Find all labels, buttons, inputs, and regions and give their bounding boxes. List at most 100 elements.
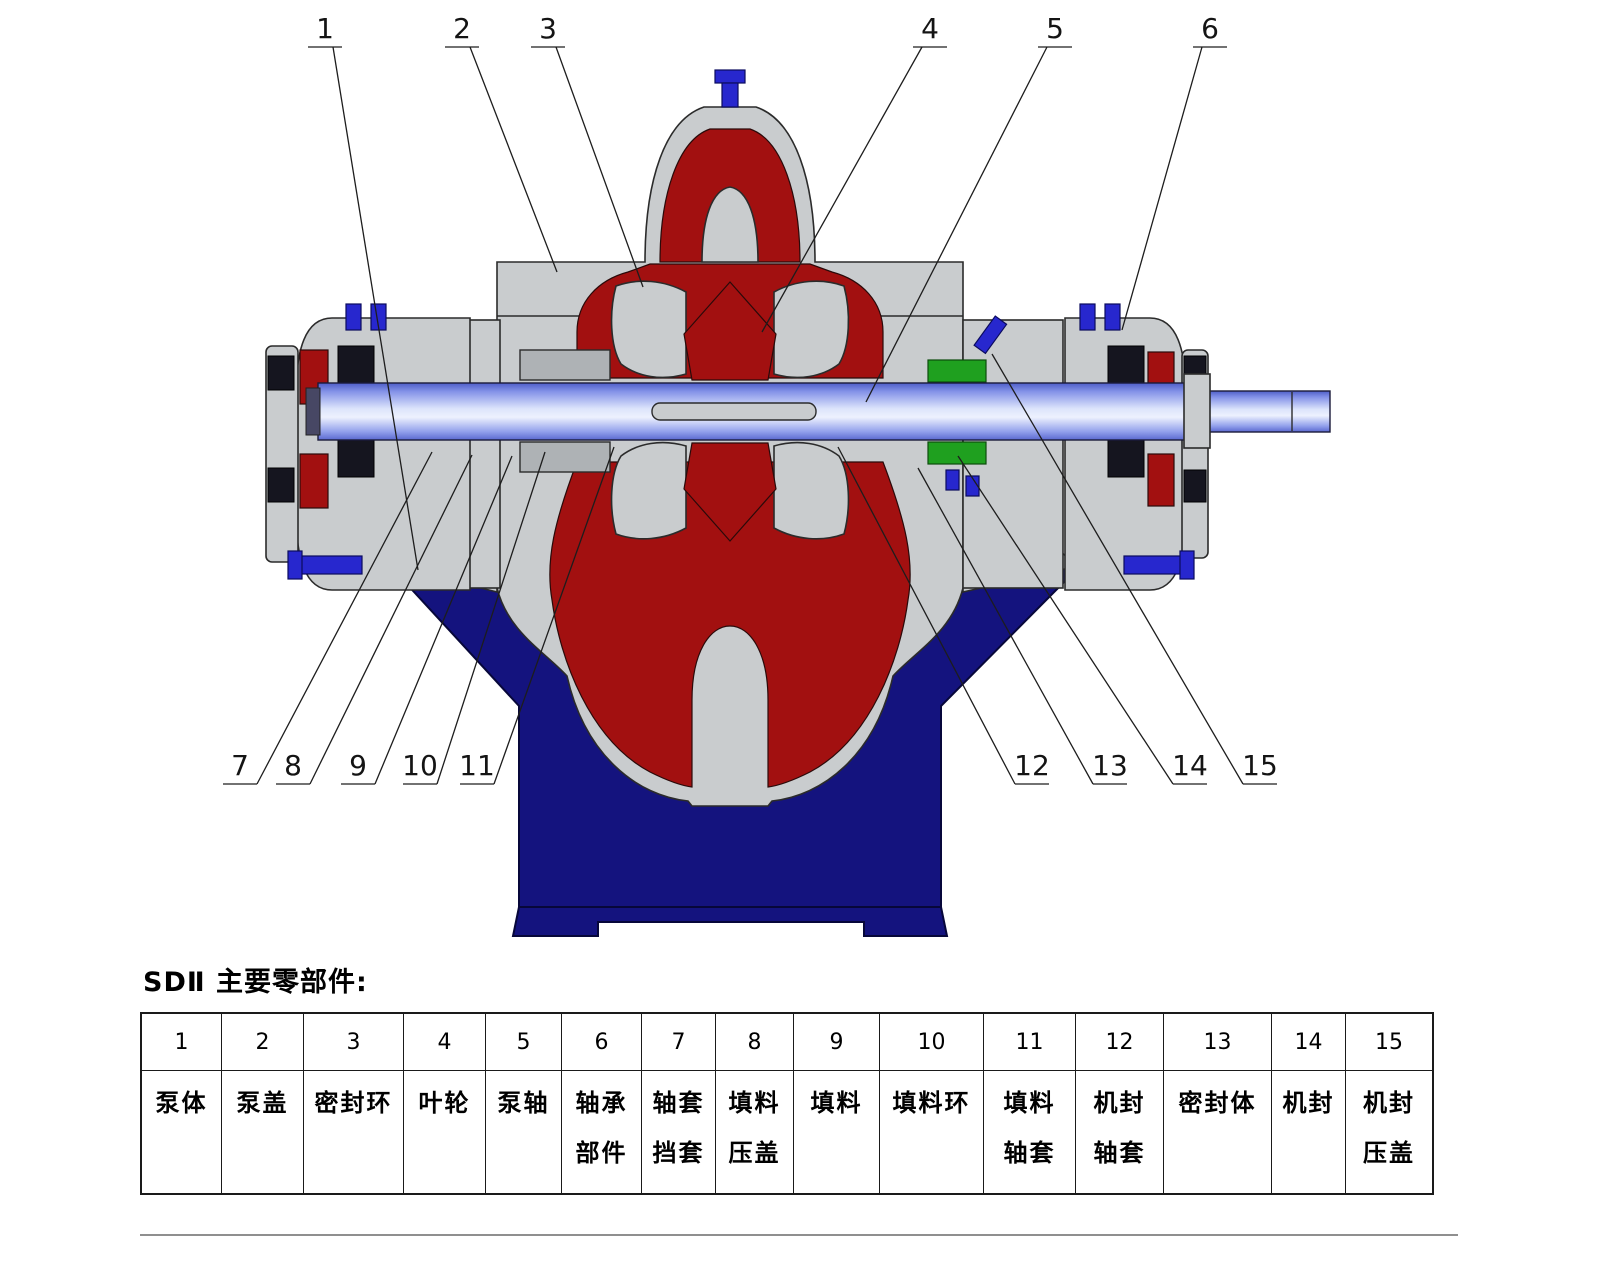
housing-cavity-left-bottom xyxy=(299,453,329,509)
callout-number: 4 xyxy=(921,12,939,45)
part-name-line: 压盖 xyxy=(728,1139,781,1167)
callout-leader xyxy=(991,353,1244,785)
part-name-line: 轴套 xyxy=(652,1089,705,1117)
callout-leader xyxy=(309,454,473,785)
callout-number: 5 xyxy=(1046,12,1064,45)
mech-seal-lower xyxy=(927,441,987,465)
shaft-lock-nut xyxy=(1183,373,1211,449)
part-number-cell: 2 xyxy=(222,1014,303,1071)
callout-leader xyxy=(865,46,1048,403)
part-name-line: 机封 xyxy=(1363,1089,1415,1117)
part-name-cell: 密封体 xyxy=(1164,1071,1271,1193)
part-name-line: 叶轮 xyxy=(418,1089,471,1117)
part-name-line: 填料 xyxy=(1003,1089,1056,1117)
part-name-line: 轴承 xyxy=(575,1089,628,1117)
dome-splitter xyxy=(701,186,759,263)
part-name-line: 填料 xyxy=(810,1089,863,1117)
part-number-cell: 9 xyxy=(794,1014,879,1071)
part-number-cell: 1 xyxy=(142,1014,221,1071)
callout-6: 6 xyxy=(1121,12,1227,331)
callout-leader xyxy=(469,46,558,273)
mech-seal-upper xyxy=(927,359,987,383)
part-number-cell: 5 xyxy=(486,1014,561,1071)
part-name-line: 泵体 xyxy=(155,1089,208,1117)
shroud-upper-left xyxy=(610,280,687,379)
callout-leader xyxy=(957,455,1174,785)
impeller-hub-upper xyxy=(683,281,777,381)
callout-leader xyxy=(256,451,433,785)
callout-number: 6 xyxy=(1201,12,1219,45)
part-number-cell: 10 xyxy=(880,1014,983,1071)
part-name-cell: 密封环 xyxy=(304,1071,403,1193)
page-title: SDⅡ 主要零部件: xyxy=(143,967,368,998)
bearing-left-top xyxy=(337,345,375,384)
packing-lower xyxy=(519,441,611,473)
packing-upper xyxy=(519,349,611,381)
part-name-cell: 填料环 xyxy=(880,1071,983,1193)
callout-8: 8 xyxy=(276,454,473,785)
callout-13: 13 xyxy=(917,467,1128,785)
callout-number: 3 xyxy=(539,12,557,45)
part-number-cell: 12 xyxy=(1076,1014,1163,1071)
callout-1: 1 xyxy=(308,12,419,571)
callout-number: 13 xyxy=(1092,749,1128,782)
part-number-cell: 13 xyxy=(1164,1014,1271,1071)
foot-bolt-right-head xyxy=(1179,550,1195,580)
callout-number: 11 xyxy=(459,749,495,782)
shaft-extension xyxy=(1206,390,1331,433)
impeller-shrouds xyxy=(610,186,850,542)
dome-plug-cap xyxy=(714,69,746,84)
parts-table-column: 9 填料 xyxy=(794,1014,880,1193)
bearing-right-top xyxy=(1107,345,1145,384)
part-number-cell: 4 xyxy=(404,1014,485,1071)
callout-number: 7 xyxy=(231,749,249,782)
part-name-cell: 机封轴套 xyxy=(1076,1071,1163,1193)
bottom-divider xyxy=(140,1234,1458,1236)
part-name-cell: 填料 xyxy=(794,1071,879,1193)
callout-leader xyxy=(374,455,513,785)
part-name-cell: 填料轴套 xyxy=(984,1071,1075,1193)
bearing-assembly-left xyxy=(265,303,471,591)
callout-11: 11 xyxy=(459,446,615,785)
shaft-keyway xyxy=(651,402,817,421)
cap-seal-left-top xyxy=(267,355,295,391)
part-name-line: 泵盖 xyxy=(236,1089,289,1117)
bearing-left-bottom xyxy=(337,439,375,478)
callout-number: 15 xyxy=(1242,749,1278,782)
housing-bolt-right-1 xyxy=(1079,303,1096,331)
impeller-hub-lower xyxy=(683,442,777,542)
part-name-line: 挡套 xyxy=(652,1139,705,1167)
parts-table-column: 4 叶轮 xyxy=(404,1014,486,1193)
bracket-plate-left xyxy=(465,319,501,589)
seal-gland-bolt xyxy=(973,315,1008,355)
callout-9: 9 xyxy=(341,455,513,785)
shroud-upper-right xyxy=(773,280,850,379)
callout-leader xyxy=(837,446,1016,785)
callout-3: 3 xyxy=(531,12,644,288)
callout-number: 12 xyxy=(1014,749,1050,782)
dome-plug xyxy=(714,69,746,108)
callout-14: 14 xyxy=(957,455,1208,785)
part-name-line: 轴套 xyxy=(1003,1139,1056,1167)
callout-number: 1 xyxy=(316,12,334,45)
callout-leader xyxy=(1121,46,1203,331)
seal-stud-1 xyxy=(945,469,960,491)
callout-4: 4 xyxy=(761,12,947,333)
part-name-line: 轴套 xyxy=(1093,1139,1146,1167)
part-name-line: 机封 xyxy=(1282,1089,1335,1117)
callout-leader xyxy=(332,46,419,571)
part-name-cell: 泵盖 xyxy=(222,1071,303,1193)
callout-10: 10 xyxy=(402,451,546,785)
cap-seal-right-bottom xyxy=(1183,469,1207,503)
callout-7: 7 xyxy=(223,451,433,785)
callout-12: 12 xyxy=(837,446,1050,785)
stuffing-box-left xyxy=(519,349,611,473)
